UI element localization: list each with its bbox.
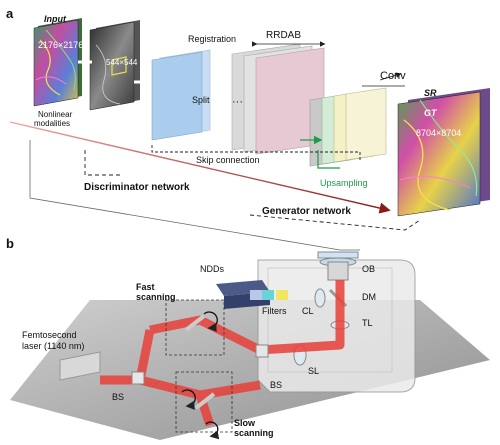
slow-scanning-box — [175, 371, 233, 433]
cl-label: CL — [302, 306, 314, 316]
registered-dims-label: 544×544 — [106, 58, 138, 67]
sl-label: SL — [308, 366, 320, 376]
upsampling-bracket — [317, 150, 340, 169]
panel-letter-a: a — [6, 6, 14, 21]
detector-assembly — [216, 280, 288, 309]
rrdab-label: RRDAB — [266, 30, 302, 41]
nonlinear-label-line2: modalities — [34, 119, 71, 128]
slow-rotation-icon — [181, 389, 196, 410]
ellipsis-label: ··· — [232, 96, 243, 108]
tl-label: TL — [362, 318, 373, 328]
ndds-label: NDDs — [200, 264, 224, 274]
sr-output-stack — [397, 88, 490, 217]
bs-right — [255, 344, 269, 358]
ob-label: OB — [362, 264, 376, 274]
objective-lens — [319, 257, 357, 281]
input-label: Input — [44, 14, 66, 24]
conv-blocks — [309, 72, 405, 167]
fast-scanning-label-line2: scanning — [136, 292, 176, 302]
bs-left — [131, 371, 145, 385]
gt-label: GT — [424, 108, 437, 118]
skip-connection-label: Skip connection — [196, 155, 260, 165]
nonlinear-label-line1: Nonlinear — [38, 110, 73, 119]
discriminator-dashed-bottom — [249, 214, 421, 231]
panel-letter-b: b — [6, 236, 14, 251]
fast-rotation-icon — [203, 311, 218, 332]
fast-scanning-label-line1: Fast — [136, 282, 155, 292]
filter-blue — [250, 290, 262, 300]
cl-lens — [314, 288, 326, 308]
filter-yellow — [276, 290, 288, 300]
discriminator-dashed-top — [84, 150, 120, 176]
sample-stage — [317, 251, 359, 259]
upsampling-label: Upsampling — [320, 178, 368, 188]
registered-image-stack — [89, 20, 140, 111]
split-label: Split — [192, 95, 210, 105]
generator-main-arrow — [9, 121, 391, 214]
slow-scan-mirror — [194, 392, 216, 410]
sr-label: SR — [424, 88, 437, 98]
laser-label-line1: Femtosecond — [22, 330, 77, 340]
filters-label: Filters — [262, 306, 287, 316]
fast-scan-mirror — [184, 314, 206, 332]
laser-source — [59, 351, 101, 381]
generator-label: Generator network — [262, 206, 351, 217]
bs-right-label: BS — [270, 380, 283, 390]
fast-scanning-box — [165, 299, 225, 356]
input-image-stack — [33, 18, 82, 107]
laser-label-line2: laser (1140 nm) — [22, 341, 85, 351]
conv-label: Conv — [380, 70, 406, 82]
slow-rotation-icon-2 — [205, 421, 220, 440]
output-dims-label: 8704×8704 — [416, 128, 462, 138]
slow-scanning-label-line2: scanning — [234, 428, 274, 438]
split-block — [151, 49, 211, 141]
registration-label: Registration — [188, 34, 237, 44]
filter-cyan — [262, 290, 274, 300]
discriminator-label: Discriminator network — [84, 182, 190, 193]
input-dims-label: 2176×2176 — [38, 40, 84, 50]
skip-connection-line — [151, 145, 361, 160]
bs-left-label: BS — [112, 392, 125, 402]
slow-scanning-label-line1: Slow — [234, 418, 256, 428]
dm-label: DM — [362, 292, 376, 302]
feedback-line — [29, 140, 360, 251]
